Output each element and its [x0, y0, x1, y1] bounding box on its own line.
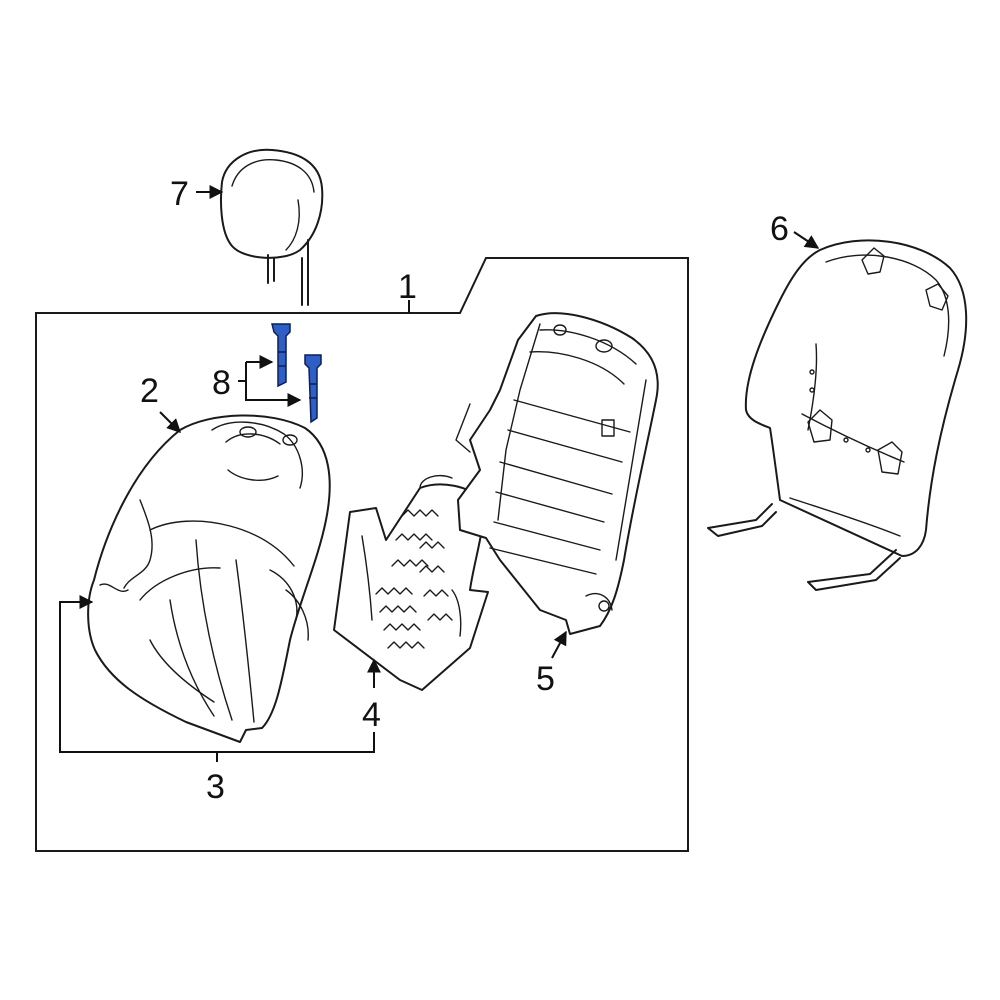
callout-8: 8	[212, 364, 231, 402]
callout-3: 3	[206, 768, 225, 806]
callout-2: 2	[140, 372, 159, 410]
pad-spring-pattern	[375, 509, 453, 649]
headrest	[220, 148, 324, 306]
assembly-outline-box	[35, 257, 689, 852]
seat-back-cover	[87, 414, 331, 743]
callout-6: 6	[770, 210, 789, 248]
seat-back-panel	[707, 239, 968, 591]
callout-8-leader-lower	[245, 362, 302, 407]
callout-2-leader	[159, 411, 181, 433]
callout-4: 4	[362, 696, 381, 734]
headrest-guide-pins	[271, 323, 322, 424]
seat-back-pad	[333, 474, 489, 691]
guide-pin-left	[271, 323, 291, 388]
callout-3-bracket	[59, 595, 375, 753]
seat-back-frame	[455, 312, 659, 635]
callout-1: 1	[398, 268, 417, 306]
callout-5-leader	[551, 630, 567, 659]
callout-6-leader	[793, 231, 820, 249]
callout-7: 7	[170, 175, 189, 213]
callout-5: 5	[536, 660, 555, 698]
guide-pin-right	[304, 354, 322, 424]
